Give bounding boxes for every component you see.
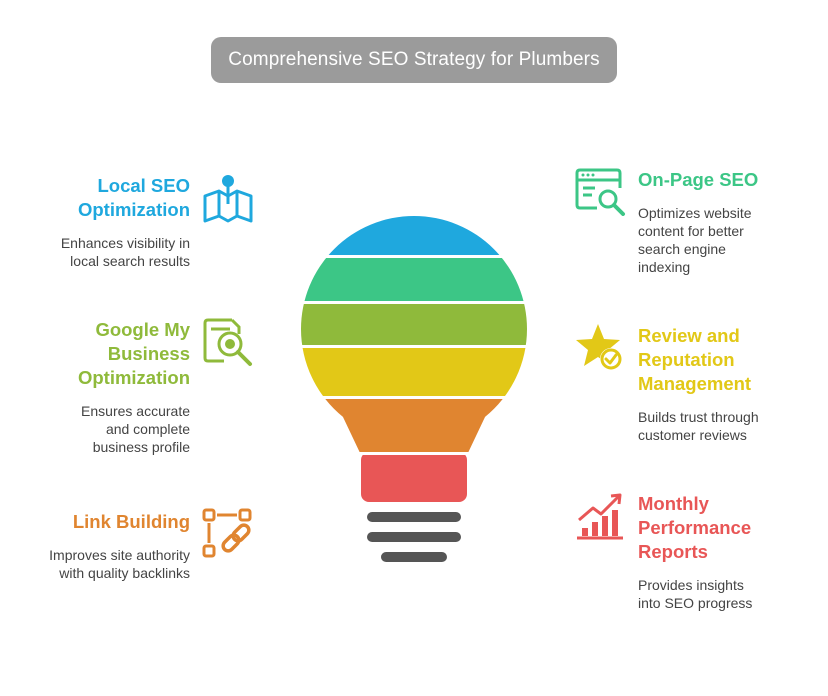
item-description: Builds trust through customer reviews (638, 409, 759, 443)
diagram-title: Comprehensive SEO Strategy for Plumbers (211, 37, 617, 83)
item-heading: Monthly Performance Reports (638, 493, 752, 562)
item-on-page-seo: On-Page SEO Optimizes website content fo… (638, 168, 788, 276)
bulb-band-olive (301, 304, 527, 345)
item-heading: Local SEO Optimization (77, 175, 190, 220)
item-description: Improves site authority with quality bac… (49, 547, 190, 581)
item-local-seo: Local SEO Optimization Enhances visibili… (20, 174, 190, 270)
item-heading: Google My Business Optimization (77, 319, 190, 388)
bar-chart-icon (575, 492, 627, 542)
star-check-icon (574, 322, 626, 374)
bulb-band-yellow (301, 348, 527, 396)
item-heading: Review and Reputation Management (638, 325, 752, 394)
item-link-building: Link Building Improves site authority wi… (20, 510, 190, 582)
lightbulb-graphic (301, 216, 527, 562)
item-description: Provides insights into SEO progress (638, 577, 753, 611)
chain-link-icon (202, 508, 254, 560)
item-heading: Link Building (72, 511, 190, 532)
bulb-base-line-3 (381, 552, 447, 562)
webpage-search-icon (575, 168, 627, 216)
bulb-band-green (301, 258, 527, 301)
bulb-base-line-1 (367, 512, 461, 522)
map-pin-icon (202, 174, 254, 224)
item-monthly-reports: Monthly Performance Reports Provides ins… (638, 492, 788, 612)
bulb-base-line-2 (367, 532, 461, 542)
item-review-reputation: Review and Reputation Management Builds … (638, 324, 788, 444)
item-heading: On-Page SEO (638, 169, 759, 190)
bulb-band-blue (301, 216, 527, 255)
item-description: Ensures accurate and complete business p… (81, 403, 190, 455)
bulb-band-red (301, 455, 527, 502)
item-description: Enhances visibility in local search resu… (60, 235, 190, 269)
bulb-band-orange (301, 399, 527, 452)
item-description: Optimizes website content for better sea… (638, 205, 752, 275)
item-google-my-business: Google My Business Optimization Ensures … (20, 318, 190, 456)
profile-search-icon (202, 316, 254, 368)
